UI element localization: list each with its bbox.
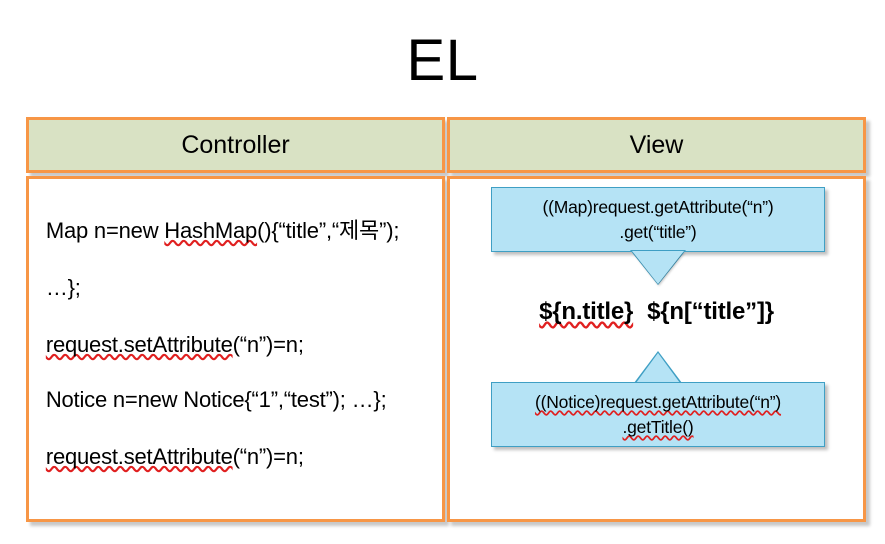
el-expression-bracket: ${n[“title”]} [647, 298, 774, 325]
table-cell-controller [26, 176, 445, 522]
code-line: (“n”)=n; [232, 443, 304, 469]
code-token-misspelled: request.setAttribute [45, 443, 233, 469]
callout-notice-text: ((Notice)request.getAttribute(“n”) .getT… [535, 390, 781, 440]
callout-map-text: ((Map)request.getAttribute(“n”) .get(“ti… [542, 195, 773, 245]
code-line: (“n”)=n; [232, 331, 304, 357]
controller-code-block-notice: Notice n=new Notice{“1”,“test”); …}; req… [34, 357, 442, 471]
code-token-misspelled: request.setAttribute [45, 331, 233, 357]
table-header-view-label: View [629, 131, 684, 159]
callout-map-line1: ((Map)request.getAttribute(“n”) [542, 196, 774, 217]
el-expression-line: ${n.title} ${n[“title”]} [447, 297, 866, 327]
callout-map-line2: .get(“title”) [619, 221, 697, 242]
el-expression-dot: ${n.title} [539, 298, 634, 325]
code-line: Map n=new HashMap(){“title”,“제목”); [45, 217, 400, 243]
code-token-misspelled: HashMap [164, 217, 258, 243]
callout-map-getattribute: ((Map)request.getAttribute(“n”) .get(“ti… [491, 187, 825, 252]
code-line: Notice n=new Notice{“1”,“test”); …}; [45, 386, 387, 412]
callout-notice-gettitle: ((Notice)request.getAttribute(“n”) .getT… [491, 382, 825, 447]
arrow-up-icon [636, 353, 680, 383]
table-header-controller: Controller [26, 117, 445, 173]
page-title: EL [406, 28, 479, 93]
table-header-controller-label: Controller [181, 131, 290, 159]
callout-notice-line2: .getTitle() [622, 416, 694, 437]
controller-code-block-map: Map n=new HashMap(){“title”,“제목”); …}; r… [34, 188, 442, 359]
callout-notice-line1: ((Notice)request.getAttribute(“n”) [534, 391, 782, 412]
table-header-view: View [447, 117, 866, 173]
code-line: …}; [45, 274, 81, 300]
arrow-down-icon [632, 251, 684, 284]
